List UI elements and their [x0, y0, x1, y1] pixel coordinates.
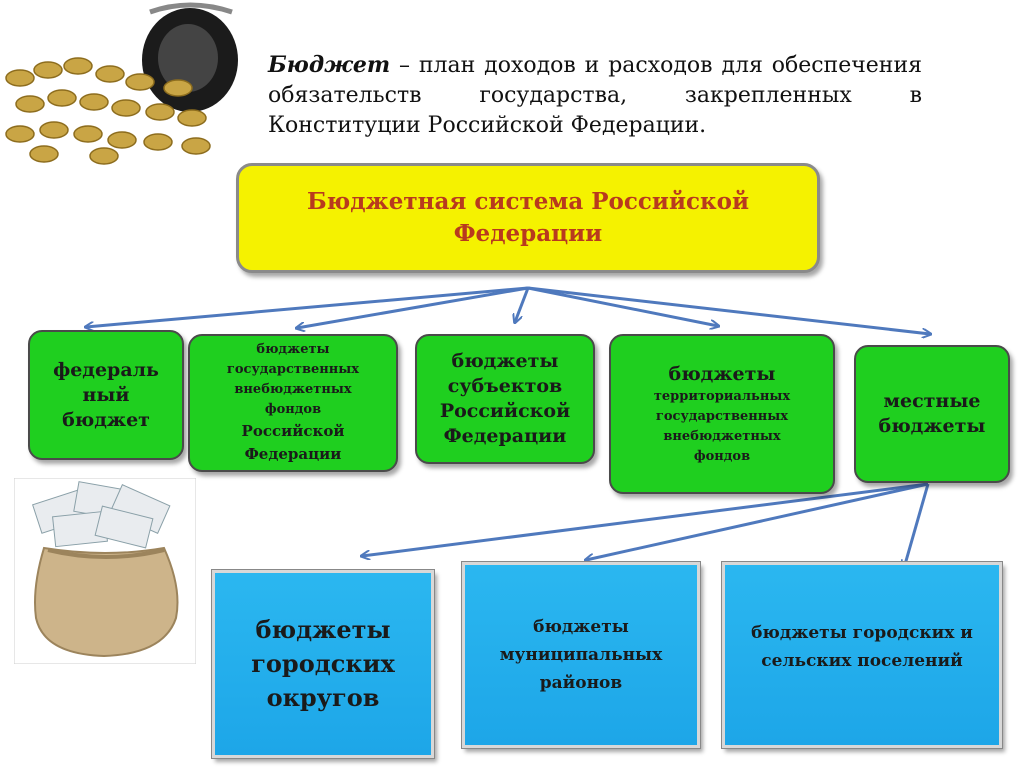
local-budgets-box: местные бюджеты: [854, 345, 1010, 483]
municipal-districts-box: бюджеты муниципальных районов: [461, 561, 701, 749]
money-bag-image: [14, 478, 196, 664]
budget-definition: Бюджет – план доходов и расходов для обе…: [268, 50, 922, 141]
settlements-label: бюджеты городских и сельских поселений: [751, 623, 973, 671]
city-districts-box: бюджеты городских округов: [211, 569, 435, 759]
state-funds-label-bottom: Российской Федерации: [241, 422, 345, 463]
territorial-funds-box: бюджеты территориальных государственных …: [609, 334, 835, 494]
arrow-to-territorial: [527, 286, 718, 326]
subjects-budget-label: бюджеты субъектов Российской Федерации: [439, 350, 571, 447]
coins-wallet-image: [5, 2, 238, 165]
arrow-to-settlements: [904, 483, 930, 568]
city-districts-label: бюджеты городских округов: [251, 615, 395, 712]
state-funds-label-top: бюджеты государственных внебюджетных фон…: [226, 342, 360, 417]
arrow-to-subjects: [515, 287, 530, 322]
budget-system-title: Бюджетная система Российской Федерации: [306, 188, 750, 247]
local-budgets-label: местные бюджеты: [878, 390, 986, 437]
federal-budget-label: федераль ный бюджет: [53, 358, 159, 431]
state-funds-box: бюджеты государственных внебюджетных фон…: [188, 334, 398, 472]
arrow-to-local: [527, 286, 930, 334]
arrow-to-state-funds: [297, 286, 529, 328]
territorial-funds-label-bottom: территориальных государственных внебюдже…: [653, 388, 791, 464]
arrow-to-municipal: [586, 482, 929, 560]
federal-budget-box: федераль ный бюджет: [28, 330, 184, 460]
definition-term: Бюджет: [268, 52, 391, 78]
municipal-districts-label: бюджеты муниципальных районов: [499, 617, 663, 693]
territorial-funds-label-top: бюджеты: [668, 362, 776, 385]
arrow-to-federal: [86, 286, 529, 327]
settlements-box: бюджеты городских и сельских поселений: [721, 561, 1003, 749]
budget-system-title-box: Бюджетная система Российской Федерации: [236, 163, 820, 273]
definition-text: – план доходов и расходов для обеспечени…: [268, 53, 922, 138]
arrow-to-city-districts: [362, 482, 929, 556]
subjects-budget-box: бюджеты субъектов Российской Федерации: [415, 334, 595, 464]
